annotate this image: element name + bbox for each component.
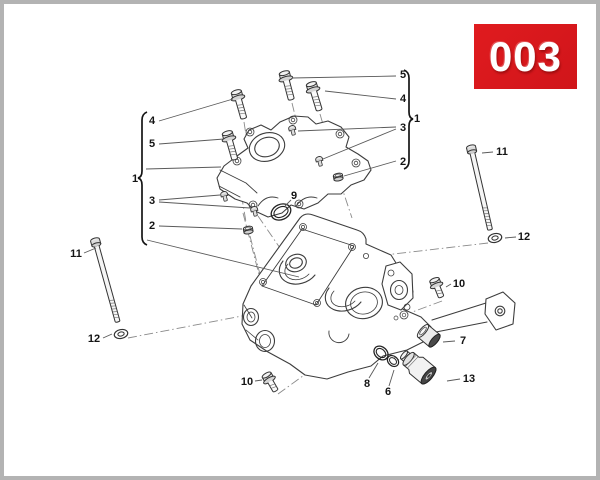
bolt-10-right (427, 275, 448, 301)
filter-plug-13 (399, 350, 437, 385)
camshaft-carrier-drawing (216, 115, 372, 218)
o-ring-9 (270, 203, 292, 221)
callout-2-left: 2 (148, 220, 156, 232)
callout-4-right: 4 (399, 93, 407, 105)
flange-bolt-4-right (303, 79, 327, 114)
page-number-badge: 003 (474, 24, 577, 89)
cylinder-head-drawing (241, 213, 516, 380)
flange-bolt-5-top (276, 68, 299, 103)
flange-bolt-4-left (228, 87, 252, 122)
callout-6: 6 (384, 386, 392, 398)
group-braces (137, 69, 414, 246)
callout-9: 9 (290, 190, 298, 202)
callout-5-right: 5 (399, 69, 407, 81)
bolt-10-left (259, 369, 283, 395)
washer-12-left (112, 327, 130, 341)
callout-5-left: 5 (148, 138, 156, 150)
stud-11-left (89, 236, 123, 324)
callout-13: 13 (462, 373, 476, 385)
callout-3-left: 3 (148, 195, 156, 207)
callout-10-left: 10 (240, 376, 254, 388)
callout-11-left: 11 (70, 248, 82, 260)
callout-12-left: 12 (87, 333, 101, 345)
callout-2-right: 2 (399, 156, 407, 168)
nut-2-left (242, 225, 254, 236)
nut-2-right (332, 172, 344, 183)
plug-7 (416, 324, 441, 348)
callout-3-right: 3 (399, 122, 407, 134)
callout-11-right: 11 (496, 146, 508, 158)
washer-12-right (486, 231, 504, 245)
o-ring-6 (386, 354, 400, 368)
callout-4-left: 4 (148, 115, 156, 127)
stud-11-right (465, 143, 496, 232)
callout-7: 7 (459, 335, 467, 347)
callout-1-left: 1 (131, 173, 139, 185)
o-ring-8 (373, 345, 389, 361)
callout-8: 8 (363, 378, 371, 390)
callout-12-right: 12 (517, 231, 531, 243)
callout-10-right: 10 (452, 278, 466, 290)
leader-lines (83, 75, 517, 387)
callout-1-right: 1 (413, 113, 421, 125)
